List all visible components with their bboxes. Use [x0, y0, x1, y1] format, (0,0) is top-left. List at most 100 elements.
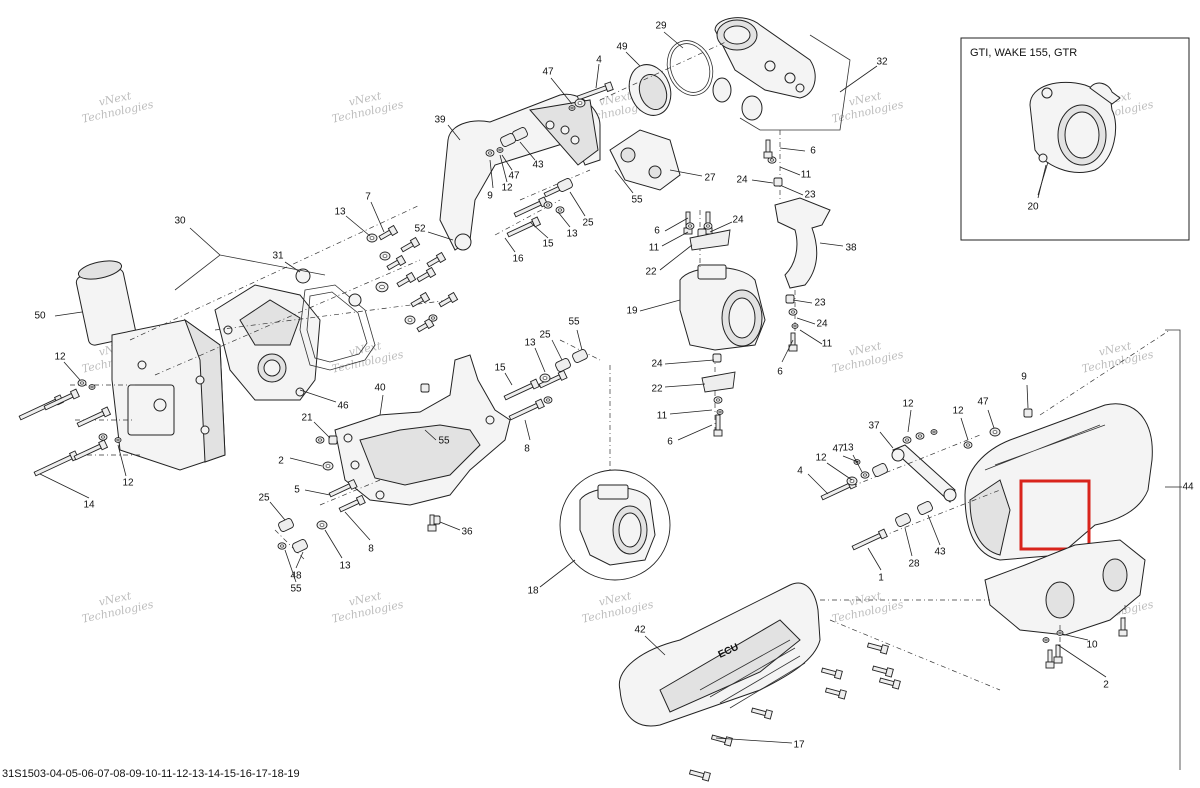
callout-23: 23 [781, 185, 816, 201]
callout-12: 12 [499, 154, 513, 194]
leader-line [524, 419, 531, 441]
callout-number: 55 [438, 436, 450, 447]
callout-13: 13 [334, 207, 371, 237]
callout-24: 24 [651, 359, 715, 370]
leader-line [781, 339, 794, 363]
callout-number: 4 [596, 55, 602, 66]
leader-line [927, 514, 941, 546]
leader-line [779, 147, 806, 152]
callout-number: 12 [54, 352, 66, 363]
callout-number: 29 [655, 21, 667, 32]
callout-9: 9 [1021, 372, 1029, 409]
callout-43: 43 [519, 141, 544, 171]
callout-number: 44 [1182, 482, 1194, 493]
leader-line [519, 141, 536, 161]
bracket-line-44 [1165, 329, 1181, 770]
bolt [427, 514, 437, 532]
bolt [416, 317, 435, 333]
callout-40: 40 [374, 383, 386, 416]
document-reference: 31S1503-04-05-06-07-08-09-10-11-12-13-14… [2, 768, 300, 780]
callout-13: 13 [842, 443, 863, 473]
callout-25: 25 [258, 493, 286, 521]
leader-line [299, 389, 337, 403]
callout-number: 36 [461, 527, 473, 538]
callout-number: 18 [527, 586, 539, 597]
bolt [378, 224, 399, 241]
callout-number: 49 [616, 42, 628, 53]
callout-5: 5 [294, 485, 331, 496]
spacer [572, 349, 588, 363]
callout-number: 43 [532, 160, 544, 171]
part-31-gasket [295, 268, 376, 371]
leader-line [539, 559, 576, 588]
washer [860, 471, 870, 479]
callout-38: 38 [819, 242, 857, 254]
callout-47: 47 [542, 67, 573, 105]
bolt [1118, 617, 1128, 637]
bolt [1053, 644, 1063, 664]
leader-line [576, 329, 583, 351]
callout-number: 21 [301, 413, 313, 424]
washer [716, 409, 724, 415]
callout-55: 55 [424, 429, 450, 447]
part-27 [609, 129, 681, 191]
callout-46: 46 [299, 389, 349, 412]
callout-25: 25 [539, 330, 563, 361]
callout-22: 22 [651, 383, 706, 395]
callout-19: 19 [626, 299, 681, 317]
part-44-lower-housing [984, 539, 1146, 636]
callout-25: 25 [569, 191, 594, 229]
callout-number: 25 [258, 493, 270, 504]
bracket-line-30 [174, 254, 326, 291]
callout-11: 11 [649, 231, 689, 254]
callout-2: 2 [278, 456, 323, 467]
callout-number: 7 [365, 192, 371, 203]
leader-line [792, 299, 813, 304]
callout-11: 11 [657, 409, 713, 422]
bolt [763, 139, 773, 159]
leader-line [504, 372, 513, 386]
nut [1023, 408, 1033, 418]
leader-line [499, 154, 508, 183]
washer [379, 251, 391, 261]
callout-number: 20 [1027, 202, 1039, 213]
spacer [557, 178, 573, 192]
bolt [396, 271, 417, 288]
leader-line [867, 547, 882, 571]
leader-line [289, 457, 323, 467]
leader-line [269, 501, 286, 521]
callout-number: 50 [34, 311, 46, 322]
washer [902, 436, 912, 444]
nut [712, 353, 722, 363]
leader-line [595, 63, 600, 89]
leader-line [1061, 633, 1089, 641]
leader-line [644, 635, 666, 656]
callout-44: 44 [1165, 482, 1194, 493]
bolt [508, 398, 545, 421]
washer [1042, 637, 1050, 643]
callout-number: 9 [487, 191, 493, 202]
callout-42: 42 [634, 625, 666, 656]
part-42-silencer: ECU [618, 582, 821, 727]
leader-line [904, 527, 913, 557]
leader-line [284, 549, 297, 583]
washer [322, 461, 334, 471]
leader-line [63, 361, 81, 381]
bolt [851, 528, 888, 551]
callout-13: 13 [557, 211, 578, 240]
bolt [866, 642, 889, 655]
leader-line [715, 737, 793, 744]
leader-line [907, 409, 912, 433]
washer [989, 427, 1001, 437]
callout-number: 46 [337, 401, 349, 412]
leader-line [489, 159, 494, 189]
callout-number: 25 [582, 218, 594, 229]
bolt [688, 769, 711, 782]
washer [277, 542, 287, 550]
callout-number: 11 [801, 170, 812, 181]
callout-15: 15 [529, 221, 554, 250]
leader-line [842, 455, 859, 463]
